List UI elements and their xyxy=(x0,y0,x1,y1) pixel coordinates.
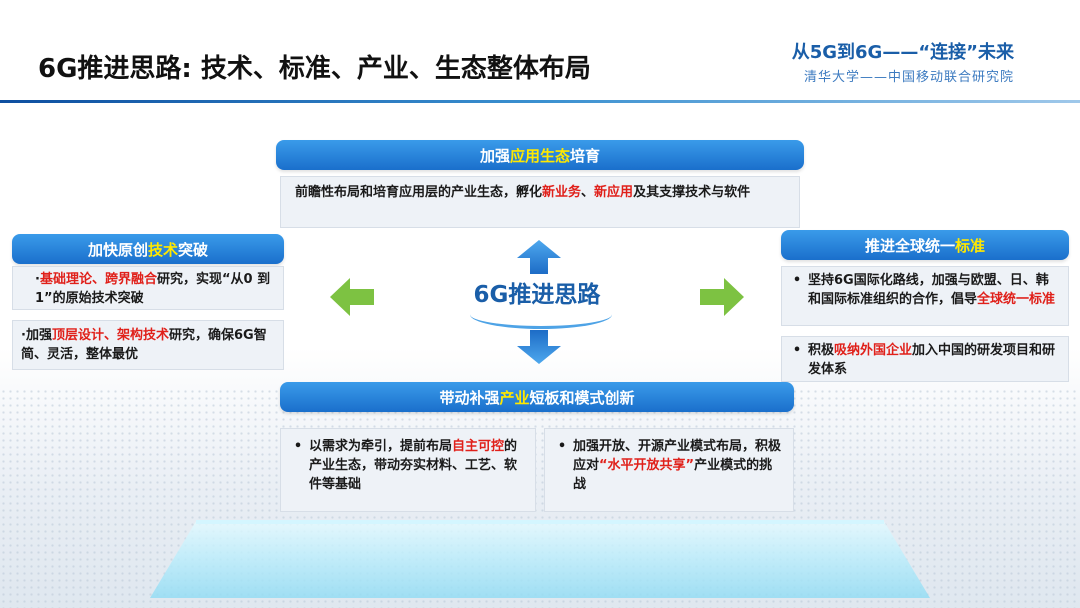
arrow-right-icon xyxy=(700,278,744,316)
center-label: 6G推进思路 xyxy=(473,282,601,308)
left-theme-bar: 加快原创技术突破 xyxy=(12,234,284,264)
platform-decoration xyxy=(150,520,930,598)
top-theme-description: 前瞻性布局和培育应用层的产业生态，孵化新业务、新应用及其支撑技术与软件 xyxy=(280,176,800,228)
top-theme-title: 加强应用生态培育 xyxy=(479,146,601,165)
left-theme-title: 加快原创技术突破 xyxy=(87,240,209,259)
right-theme-bar: 推进全球统一标准 xyxy=(781,230,1069,260)
header-divider xyxy=(0,100,1080,103)
arrow-up-icon xyxy=(517,240,561,274)
platform-edge xyxy=(196,520,884,524)
bottom-item-open-source: •加强开放、开源产业模式布局，积极应对“水平开放共享”产业模式的挑战 xyxy=(544,428,794,512)
brand-institute: 清华大学——中国移动联合研究院 xyxy=(803,70,1014,85)
center-ring-decoration xyxy=(470,300,612,329)
left-item-architecture: ·加强顶层设计、架构技术研究，确保6G智简、灵活，整体最优 xyxy=(12,320,284,370)
brand-tagline: 从5G到6G——“连接”未来 xyxy=(791,42,1014,63)
page-title: 6G推进思路: 技术、标准、产业、生态整体布局 xyxy=(38,54,591,84)
bottom-theme-bar: 带动补强产业短板和模式创新 xyxy=(280,382,794,412)
top-theme-bar: 加强应用生态培育 xyxy=(276,140,804,170)
bottom-item-self-reliance: •以需求为牵引，提前布局自主可控的产业生态，带动夯实材料、工艺、软件等基础 xyxy=(280,428,536,512)
right-item-foreign-enterprises: •积极吸纳外国企业加入中国的研发项目和研发体系 xyxy=(781,336,1069,382)
bottom-theme-title: 带动补强产业短板和模式创新 xyxy=(439,388,635,407)
right-item-international: •坚持6G国际化路线，加强与欧盟、日、韩和国际标准组织的合作，倡导全球统一标准 xyxy=(781,266,1069,326)
right-theme-title: 推进全球统一标准 xyxy=(864,236,986,255)
arrow-left-icon xyxy=(330,278,374,316)
arrow-down-icon xyxy=(517,330,561,364)
left-item-fundamental: ·基础理论、跨界融合研究，实现“从0 到1”的原始技术突破 xyxy=(12,266,284,310)
